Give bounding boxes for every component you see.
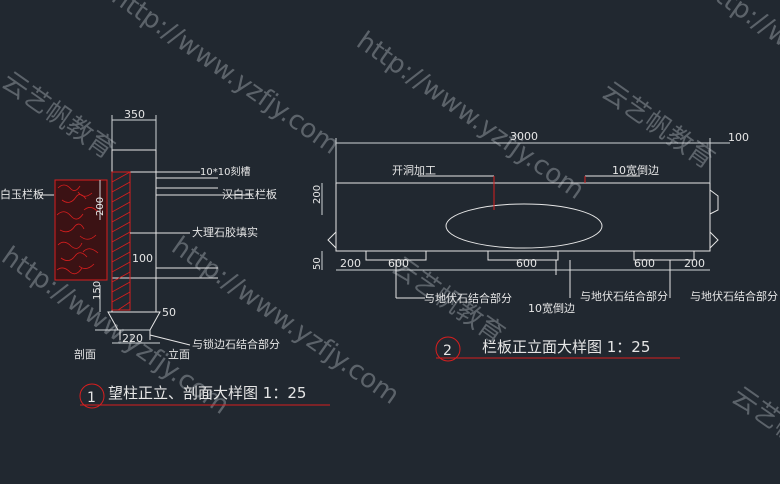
- label-chamfer: 10宽倒边: [612, 163, 659, 177]
- dim-200: 200: [95, 197, 106, 216]
- bottom-dim-5: 200: [684, 257, 705, 270]
- panel-outline: [335, 182, 711, 252]
- dim-150: 150: [92, 281, 103, 300]
- bottom-dim-2: 600: [388, 257, 409, 270]
- dim-350: 350: [124, 108, 145, 121]
- dim-50-left: 50: [312, 257, 323, 270]
- marble-hatch: [56, 184, 99, 275]
- bottom-dim-3: 600: [516, 257, 537, 270]
- bottom-dim-4: 600: [634, 257, 655, 270]
- label-ground-right: 与地伏石结合部分: [690, 289, 778, 303]
- dim-200-left: 200: [312, 185, 323, 204]
- dim-100: 100: [132, 252, 153, 265]
- dim-50: 50: [162, 306, 176, 319]
- label-elevation: 立面: [168, 347, 190, 361]
- label-panel-left: 白玉栏板: [0, 187, 44, 201]
- label-opening: 开洞加工: [392, 164, 436, 177]
- watermark-url: http://www.yzfjy.com: [106, 0, 345, 161]
- label-marble-fill: 大理石胶填实: [192, 225, 258, 239]
- detail-1-number: 1: [87, 390, 96, 406]
- watermark-brand: 云艺帆教育: [726, 381, 780, 480]
- label-curb: 与锁边石结合部分: [192, 337, 280, 351]
- post-core-hatch: [111, 171, 131, 311]
- opening-ellipse: [445, 203, 603, 249]
- label-ground-left: 与地伏石结合部分: [424, 291, 512, 305]
- watermark-brand: 云艺帆教育: [596, 76, 720, 175]
- detail-1-title: 望柱正立、剖面大样图 1：25: [108, 384, 306, 402]
- detail-2-panel: [321, 138, 730, 362]
- section-hatch-area: [54, 179, 108, 281]
- dim-3000: 3000: [510, 130, 538, 143]
- bottom-dim-1: 200: [340, 257, 361, 270]
- dim-220: 220: [122, 332, 143, 345]
- watermark-url: http://www.yzfjy.com: [696, 0, 780, 151]
- label-panel: 汉白玉栏板: [222, 187, 277, 201]
- detail-2-number-circle: [435, 336, 461, 362]
- dim-100-right: 100: [728, 131, 749, 144]
- label-chamfer-bottom: 10宽倒边: [528, 301, 575, 315]
- label-ground-mid: 与地伏石结合部分: [580, 289, 668, 303]
- detail-2-title: 栏板正立面大样图 1：25: [482, 338, 650, 356]
- watermark-brand: 云艺帆教育: [0, 66, 120, 165]
- watermark-url: http://www.yzfjy.com: [351, 26, 590, 206]
- post-body: [111, 149, 157, 313]
- label-section: 剖面: [74, 347, 96, 361]
- detail-1-number-circle: [79, 383, 105, 409]
- detail-2-number: 2: [443, 343, 452, 359]
- label-groove: 10*10刻槽: [200, 165, 250, 178]
- detail-1-post: [40, 115, 330, 409]
